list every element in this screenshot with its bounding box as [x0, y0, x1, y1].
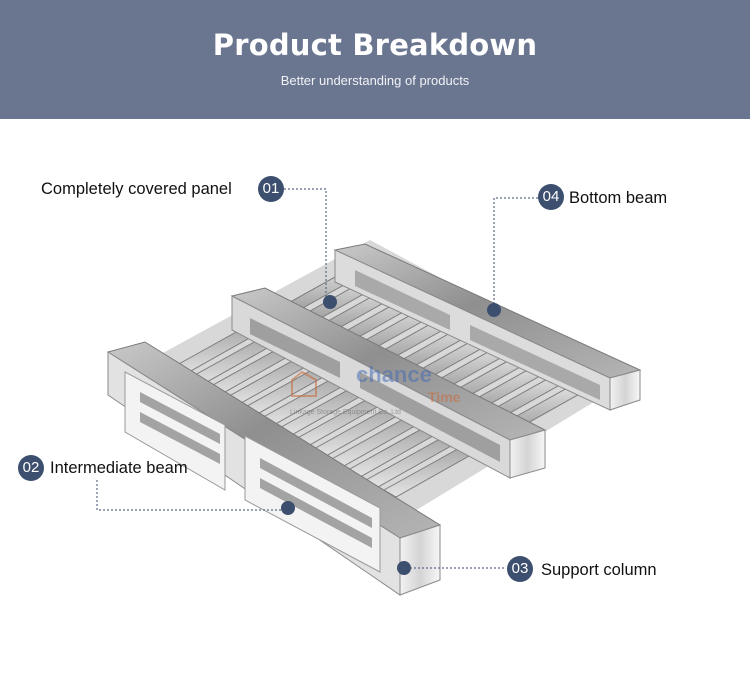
callout-label-02: Intermediate beam [50, 459, 188, 477]
header-banner: Product Breakdown Better understanding o… [0, 0, 750, 119]
callout-badge-02: 02 [18, 455, 44, 481]
watermark-logo: chance Time Linkage Storage Equipment Co… [290, 362, 461, 416]
intermediate-beam-middle [230, 287, 547, 479]
watermark-text-2: Time [428, 389, 461, 405]
watermark-text-1: chance [356, 362, 432, 387]
page-title: Product Breakdown [212, 28, 538, 62]
callout-dots [281, 295, 501, 575]
callout-connectors [96, 188, 538, 569]
callout-label-04: Bottom beam [569, 189, 668, 207]
callout-label-03: Support column [541, 561, 657, 579]
front-beam [106, 341, 442, 596]
callout-badge-03: 03 [507, 556, 533, 582]
callout-badge-04: 04 [538, 184, 564, 210]
watermark-text-3: Linkage Storage Equipment Co.,Ltd [290, 409, 401, 416]
callout-label-01: Completely covered panel [41, 180, 232, 198]
callout-badge-01: 01 [258, 176, 284, 202]
page-subtitle: Better understanding of products [280, 73, 470, 88]
